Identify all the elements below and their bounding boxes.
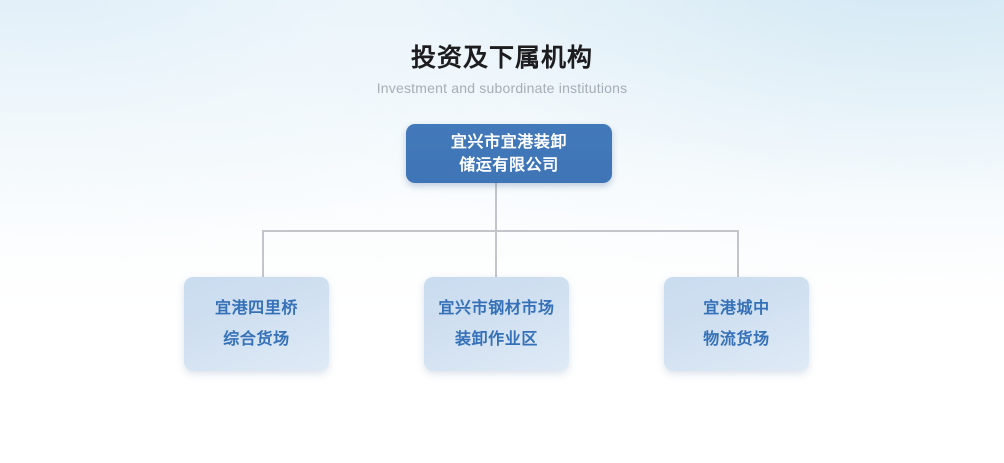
- connector-root-stem: [495, 182, 497, 231]
- org-node-child-2-line-2: 装卸作业区: [454, 331, 538, 348]
- page-subtitle: Investment and subordinate institutions: [376, 80, 628, 96]
- connector-horizontal-bus: [262, 230, 739, 232]
- org-node-child-1[interactable]: 宜港四里桥 综合货场: [184, 277, 329, 371]
- page-heading: 投资及下属机构 Investment and subordinate insti…: [0, 42, 1004, 98]
- org-node-root-line-1: 宜兴市宜港装卸: [450, 133, 568, 151]
- org-node-child-3-line-2: 物流货场: [703, 331, 770, 348]
- org-node-child-1-line-2: 综合货场: [223, 331, 290, 348]
- connector-drop-child-2: [495, 230, 497, 278]
- page-title: 投资及下属机构: [410, 44, 593, 72]
- org-node-child-3-line-1: 宜港城中: [703, 300, 770, 317]
- org-node-child-1-line-1: 宜港四里桥: [214, 300, 298, 317]
- org-node-root-line-2: 储运有限公司: [459, 156, 559, 174]
- org-node-root[interactable]: 宜兴市宜港装卸 储运有限公司: [406, 124, 612, 183]
- org-node-child-2-line-1: 宜兴市钢材市场: [438, 300, 555, 317]
- connector-drop-child-3: [737, 230, 739, 278]
- org-node-child-2[interactable]: 宜兴市钢材市场 装卸作业区: [424, 277, 569, 371]
- connector-drop-child-1: [262, 230, 264, 278]
- org-node-child-3[interactable]: 宜港城中 物流货场: [664, 277, 809, 371]
